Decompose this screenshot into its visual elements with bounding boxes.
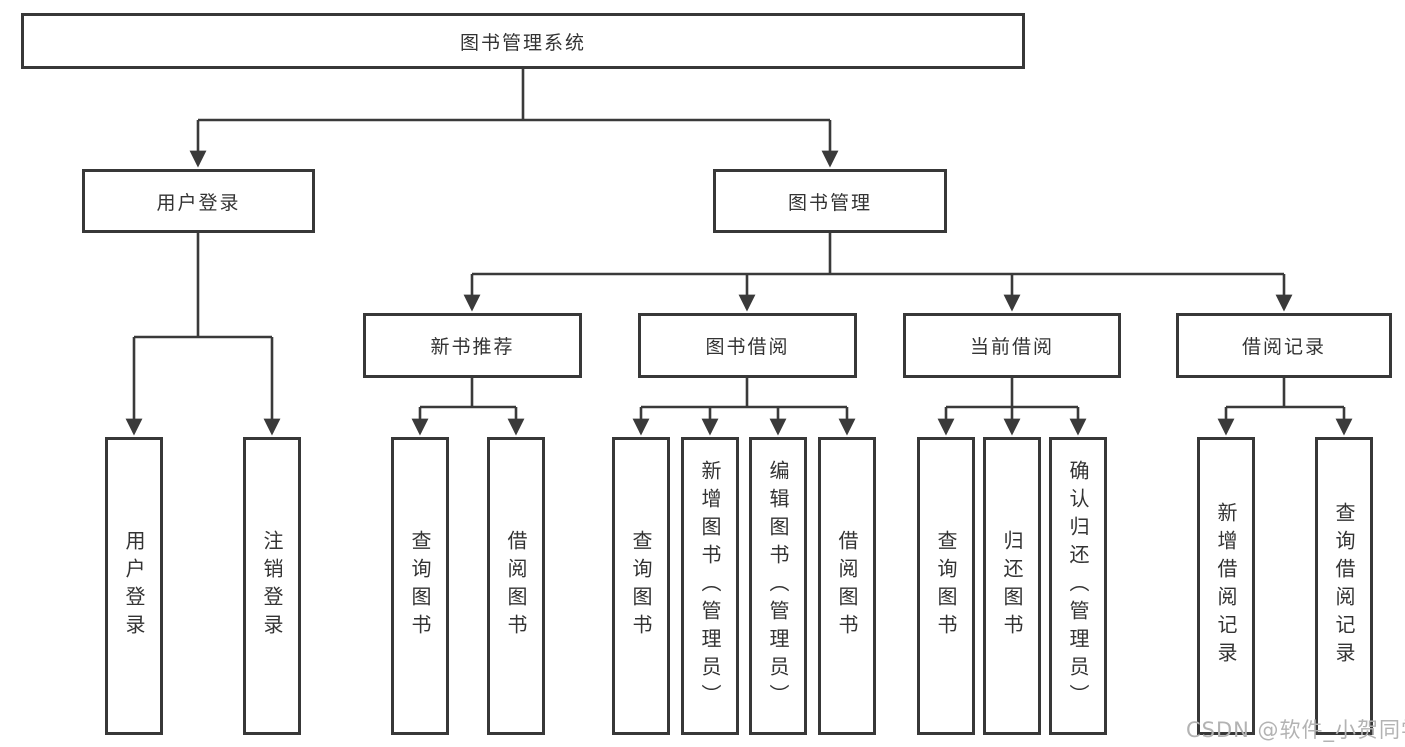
leaf-add-book-admin: 新增图书（管理员）: [681, 437, 739, 735]
fork-borrow-records: [1217, 378, 1353, 436]
leaf-label: 查询图书: [408, 530, 432, 642]
node-borrow-records: 借阅记录: [1176, 313, 1392, 378]
fork-book-management: [463, 233, 1293, 312]
leaf-label: 查询图书: [629, 530, 653, 642]
leaf-edit-book-admin: 编辑图书（管理员）: [749, 437, 807, 735]
leaf-label: 确认归还（管理员）: [1066, 460, 1090, 712]
leaf-borrow-books-recommend: 借阅图书: [487, 437, 545, 735]
fork-current-borrowing: [937, 378, 1087, 436]
leaf-label: 注销登录: [260, 530, 284, 642]
leaf-label: 新增图书（管理员）: [698, 460, 722, 712]
leaf-add-borrow-record: 新增借阅记录: [1197, 437, 1255, 735]
leaf-label: 新增借阅记录: [1214, 502, 1238, 670]
node-label: 用户登录: [156, 191, 241, 214]
node-book-management: 图书管理: [713, 169, 947, 233]
leaf-label: 借阅图书: [504, 530, 528, 642]
fork-new-book-recommend: [411, 378, 525, 436]
leaf-label: 查询借阅记录: [1332, 502, 1356, 670]
leaf-label: 归还图书: [1000, 530, 1024, 642]
leaf-confirm-return-admin: 确认归还（管理员）: [1049, 437, 1107, 735]
csdn-watermark: CSDN @软件_小贺同学: [1186, 718, 1405, 742]
fork-root: [189, 69, 839, 168]
leaf-label: 编辑图书（管理员）: [766, 460, 790, 712]
leaf-label: 借阅图书: [835, 530, 859, 642]
node-new-book-recommend: 新书推荐: [363, 313, 582, 378]
leaf-label: 查询图书: [934, 530, 958, 642]
fork-book-borrowing: [632, 378, 856, 436]
leaf-query-books-borrowing: 查询图书: [612, 437, 670, 735]
fork-user-login: [125, 233, 281, 436]
leaf-logout: 注销登录: [243, 437, 301, 735]
node-root: 图书管理系统: [21, 13, 1025, 69]
node-current-borrowing: 当前借阅: [903, 313, 1121, 378]
node-user-login: 用户登录: [82, 169, 315, 233]
node-label: 图书管理: [787, 191, 872, 214]
node-label: 图书管理系统: [459, 31, 586, 54]
node-label: 当前借阅: [969, 336, 1054, 358]
leaf-user-login: 用户登录: [105, 437, 163, 735]
leaf-borrow-books-borrowing: 借阅图书: [818, 437, 876, 735]
leaf-query-books-recommend: 查询图书: [391, 437, 449, 735]
leaf-query-borrow-record: 查询借阅记录: [1315, 437, 1373, 735]
node-book-borrowing: 图书借阅: [638, 313, 857, 378]
node-label: 图书借阅: [705, 336, 790, 358]
leaf-label: 用户登录: [122, 530, 146, 642]
leaf-return-books: 归还图书: [983, 437, 1041, 735]
node-label: 借阅记录: [1241, 336, 1326, 358]
leaf-query-books-current: 查询图书: [917, 437, 975, 735]
node-label: 新书推荐: [430, 336, 515, 358]
